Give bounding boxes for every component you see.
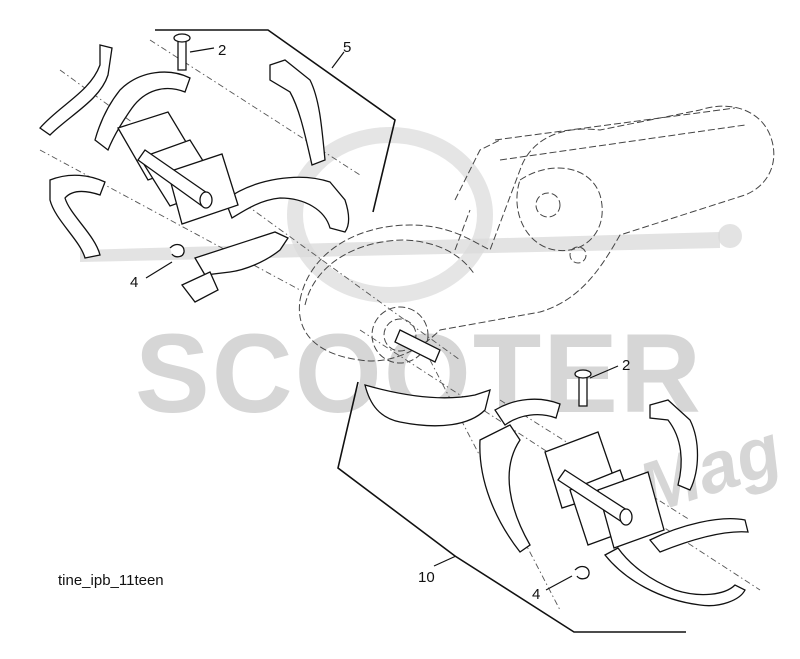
tine-blade [648,518,749,553]
tine-blade [49,174,106,259]
tine-blade [494,398,561,426]
tine-tip [180,271,219,303]
tine-blade [604,547,746,607]
clevis-pin [177,39,187,71]
tine-blade [479,424,531,553]
callout-2-right: 2 [622,357,630,374]
callout-4-bottom: 4 [532,586,540,603]
tine-blade [364,384,491,427]
right-tine-assembly [359,329,761,611]
tine-blade [269,59,326,166]
hairpin-clip [169,243,185,258]
tine-blade [194,231,289,276]
tine-blade [94,71,191,152]
callout-2-top: 2 [218,42,226,59]
mounting-flange [597,471,665,549]
mounting-flange [167,153,239,225]
callout-10: 10 [418,569,435,586]
diagram-caption: tine_ipb_11teen [58,572,164,589]
tine-blade [39,44,113,136]
tine-blade [224,176,350,233]
tine-blade [649,399,699,491]
clevis-pin [578,375,588,407]
hairpin-clip [574,565,590,580]
left-tine-assembly [39,33,461,361]
leader-lines [145,47,619,591]
transmission-housing [298,105,775,364]
callout-5: 5 [343,39,351,56]
callout-4-left: 4 [130,274,138,291]
